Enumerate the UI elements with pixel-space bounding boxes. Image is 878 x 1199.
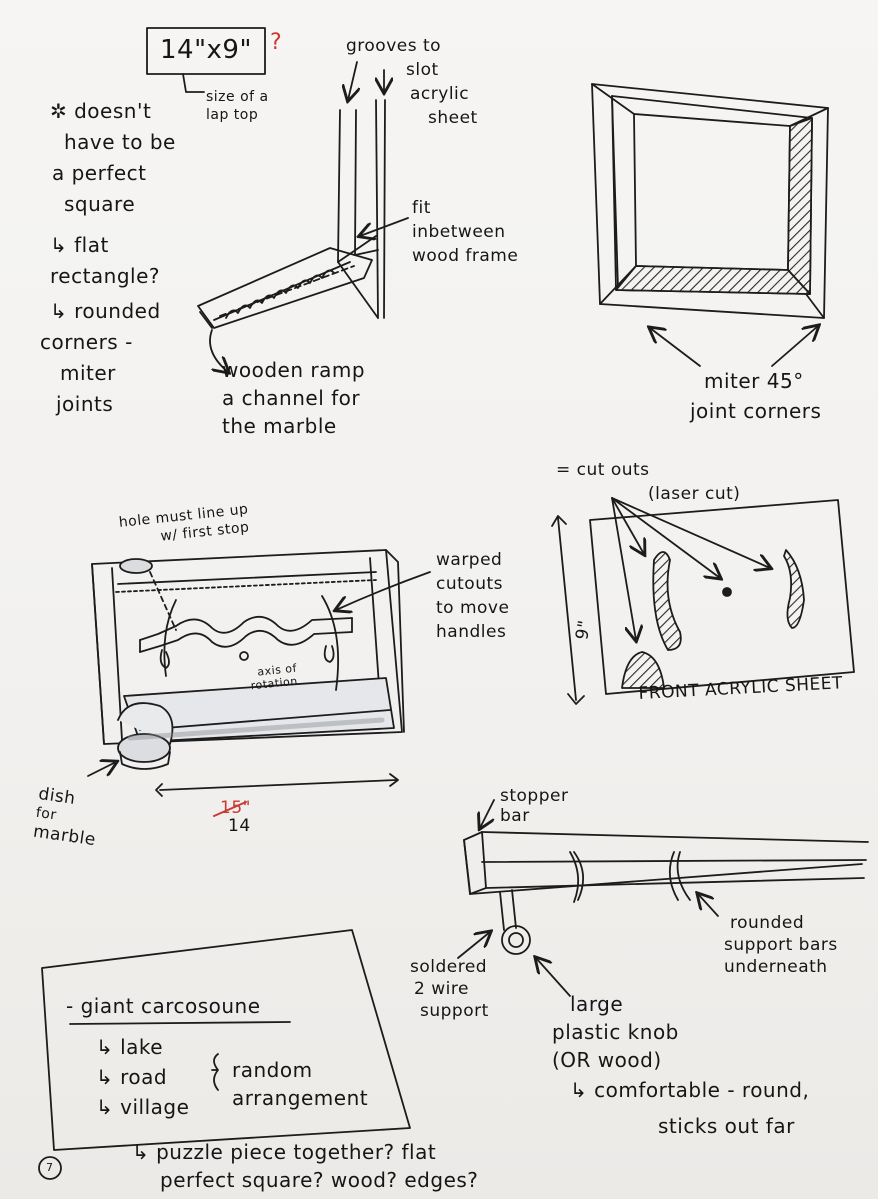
solder-line-1: soldered — [410, 957, 488, 977]
wooden-ramp — [197, 247, 373, 372]
bracket-line-1: random — [232, 1058, 313, 1082]
size-box-outline — [146, 27, 266, 93]
left-note-6: rectangle? — [50, 264, 161, 288]
ramp-line-2: a channel for — [222, 386, 361, 410]
solder-line-2: 2 wire — [414, 979, 469, 999]
dimension-strike — [213, 801, 247, 817]
miter-arrows — [650, 326, 818, 367]
idea-item-road: ↳ road — [96, 1065, 168, 1089]
cutouts-note: = cut outs (laser cut) — [556, 458, 740, 506]
grooves-note: grooves to slot acrylic sheet — [346, 34, 478, 130]
comfort-note: ↳ comfortable - round, sticks out far — [570, 1072, 809, 1144]
left-note-7: ↳ rounded — [50, 299, 161, 323]
dimension-label: 14 — [228, 816, 251, 836]
game-box — [87, 549, 431, 797]
knob-note: large plastic knob (OR wood) — [552, 990, 679, 1074]
idea-item-village: ↳ village — [96, 1095, 190, 1119]
fit-line-3: wood frame — [412, 246, 519, 266]
miter-hatch-bottom — [615, 265, 811, 295]
grooves-line-3: acrylic — [410, 84, 470, 104]
comfort-line-2: sticks out far — [658, 1114, 795, 1138]
warped-line-2: cutouts — [436, 574, 503, 594]
grooves-line-4: sheet — [428, 108, 478, 128]
knob-line-3: (OR wood) — [552, 1048, 662, 1072]
ramp-line-1: wooden ramp — [222, 358, 366, 382]
support-note: rounded support bars underneath — [724, 912, 838, 978]
grooves-line-1: grooves to — [346, 36, 442, 56]
warped-line-4: handles — [436, 622, 507, 642]
size-note: size of a lap top — [206, 89, 269, 123]
page-number-circle — [38, 1156, 62, 1180]
support-line-1: rounded — [730, 913, 805, 933]
left-note-2: have to be — [64, 130, 176, 154]
miter-caption-1: miter 45° — [704, 369, 804, 393]
comfort-line-1: ↳ comfortable - round, — [570, 1078, 810, 1102]
fit-line-2: inbetween — [412, 222, 506, 242]
left-note-10: joints — [56, 392, 114, 416]
left-note-1: ✲ doesn't — [50, 99, 152, 123]
acrylic-cutouts — [621, 549, 805, 689]
miter-caption: miter 45° joint corners — [690, 366, 821, 426]
knob-line-1: large — [570, 992, 624, 1016]
bottom-line-1: ↳ puzzle piece together? flat — [132, 1140, 437, 1164]
cutouts-line-1: = cut outs — [556, 460, 650, 480]
miter-caption-2: joint corners — [690, 399, 822, 423]
solder-note: soldered 2 wire support — [410, 956, 489, 1022]
idea-bracket-text: random arrangement — [232, 1056, 368, 1112]
left-note-4: square — [64, 192, 136, 216]
upright-frame — [337, 61, 409, 319]
idea-box-outline — [41, 929, 411, 1151]
support-line-2: support bars — [724, 935, 838, 955]
grooves-line-2: slot — [406, 60, 439, 80]
fit-note: fit inbetween wood frame — [412, 196, 518, 268]
miter-frame — [591, 83, 829, 319]
miter-hatch-right — [787, 117, 813, 295]
ramp-line-3: the marble — [222, 414, 337, 438]
acrylic-sheet — [551, 497, 855, 705]
stopper-line-1: stopper — [500, 786, 569, 806]
idea-item-lake: ↳ lake — [96, 1035, 164, 1059]
left-note-3: a perfect — [52, 161, 147, 185]
cutouts-line-2: (laser cut) — [648, 484, 741, 504]
ramp-note: wooden ramp a channel for the marble — [222, 356, 365, 440]
left-note-8: corners - — [40, 330, 133, 354]
left-notes: ✲ doesn't have to be a perfect square ↳ … — [40, 96, 176, 420]
page-number: 7 — [46, 1161, 54, 1174]
height-label: 9" — [572, 618, 596, 642]
warped-line-1: warped — [436, 550, 503, 570]
idea-box-title: - giant carcosoune — [66, 994, 261, 1018]
idea-box-items: ↳ lake ↳ road ↳ village — [96, 1032, 189, 1122]
left-note-5: ↳ flat — [50, 233, 109, 257]
solder-line-3: support — [420, 1001, 489, 1021]
left-note-9: miter — [60, 361, 116, 385]
bracket-line-2: arrangement — [232, 1086, 369, 1110]
dish-note: dish for marble — [32, 784, 102, 850]
bottom-note: ↳ puzzle piece together? flat perfect sq… — [132, 1138, 478, 1194]
stopper-line-2: bar — [500, 806, 530, 826]
size-box-label: 14"x9" — [160, 35, 252, 65]
support-line-3: underneath — [724, 957, 828, 977]
stopper-bar — [457, 799, 869, 997]
fit-line-1: fit — [412, 198, 431, 218]
size-question-mark: ? — [270, 30, 283, 55]
warped-note: warped cutouts to move handles — [436, 548, 509, 644]
stopper-note: stopper bar — [500, 786, 568, 826]
bottom-line-2: perfect square? wood? edges? — [160, 1168, 479, 1192]
axis-note: axis of rotation — [249, 662, 299, 693]
knob-line-2: plastic knob — [552, 1020, 679, 1044]
warped-line-3: to move — [436, 598, 510, 618]
dimension-struck-label: 15" — [220, 798, 251, 818]
